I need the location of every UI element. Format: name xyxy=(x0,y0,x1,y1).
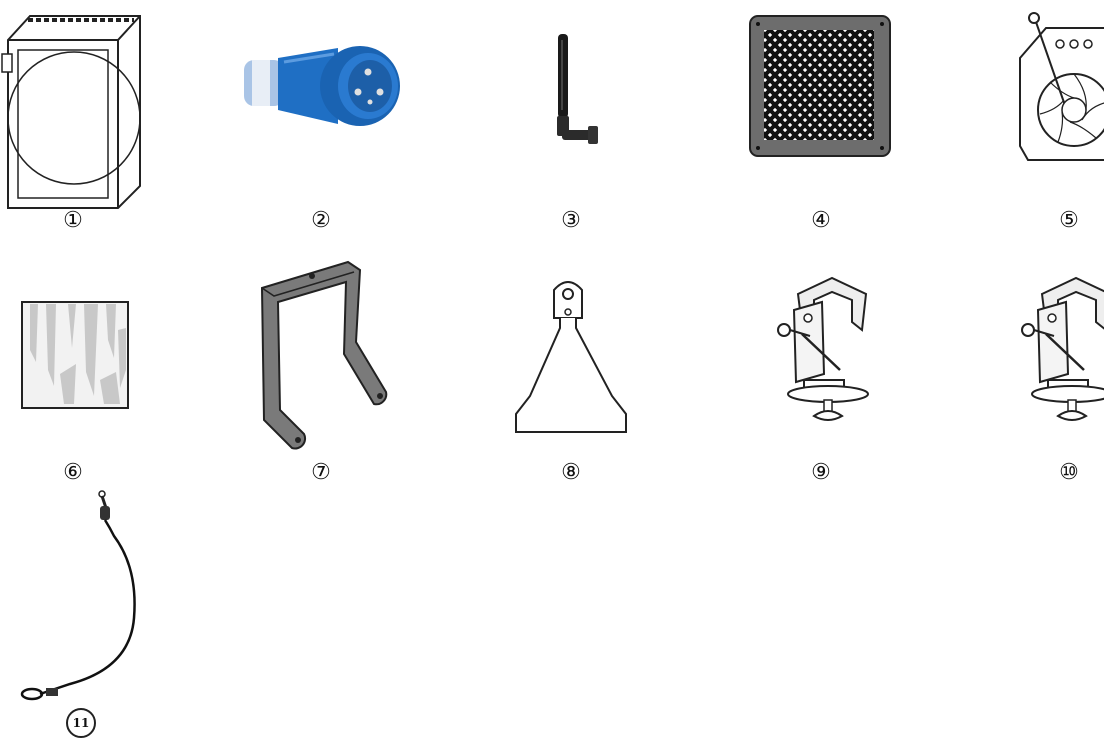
base-plate-icon xyxy=(512,276,632,436)
item-label-5: ⑤ xyxy=(1044,208,1094,234)
yoke-bracket-icon xyxy=(250,258,400,458)
antenna-icon xyxy=(540,30,600,150)
item-label-11: 11 xyxy=(66,708,96,738)
safety-cable-icon xyxy=(10,488,150,718)
diffusion-filter-icon xyxy=(20,300,130,410)
item-label-6: ⑥ xyxy=(48,460,98,486)
item-label-8: ⑧ xyxy=(546,460,596,486)
clamp-icon xyxy=(1018,270,1104,430)
item-label-2: ② xyxy=(296,208,346,234)
item-label-3: ③ xyxy=(546,208,596,234)
item-label-10: ⑩ xyxy=(1044,460,1094,486)
item-label-9: ⑨ xyxy=(796,460,846,486)
clamp-icon xyxy=(774,270,884,430)
frame-icon xyxy=(0,0,150,205)
item-label-1: ① xyxy=(48,208,98,234)
power-plug-icon xyxy=(240,40,410,140)
honeycomb-grid-icon xyxy=(750,16,890,156)
item-label-4: ④ xyxy=(796,208,846,234)
item-label-7: ⑦ xyxy=(296,460,346,486)
iris-icon xyxy=(1018,6,1104,161)
